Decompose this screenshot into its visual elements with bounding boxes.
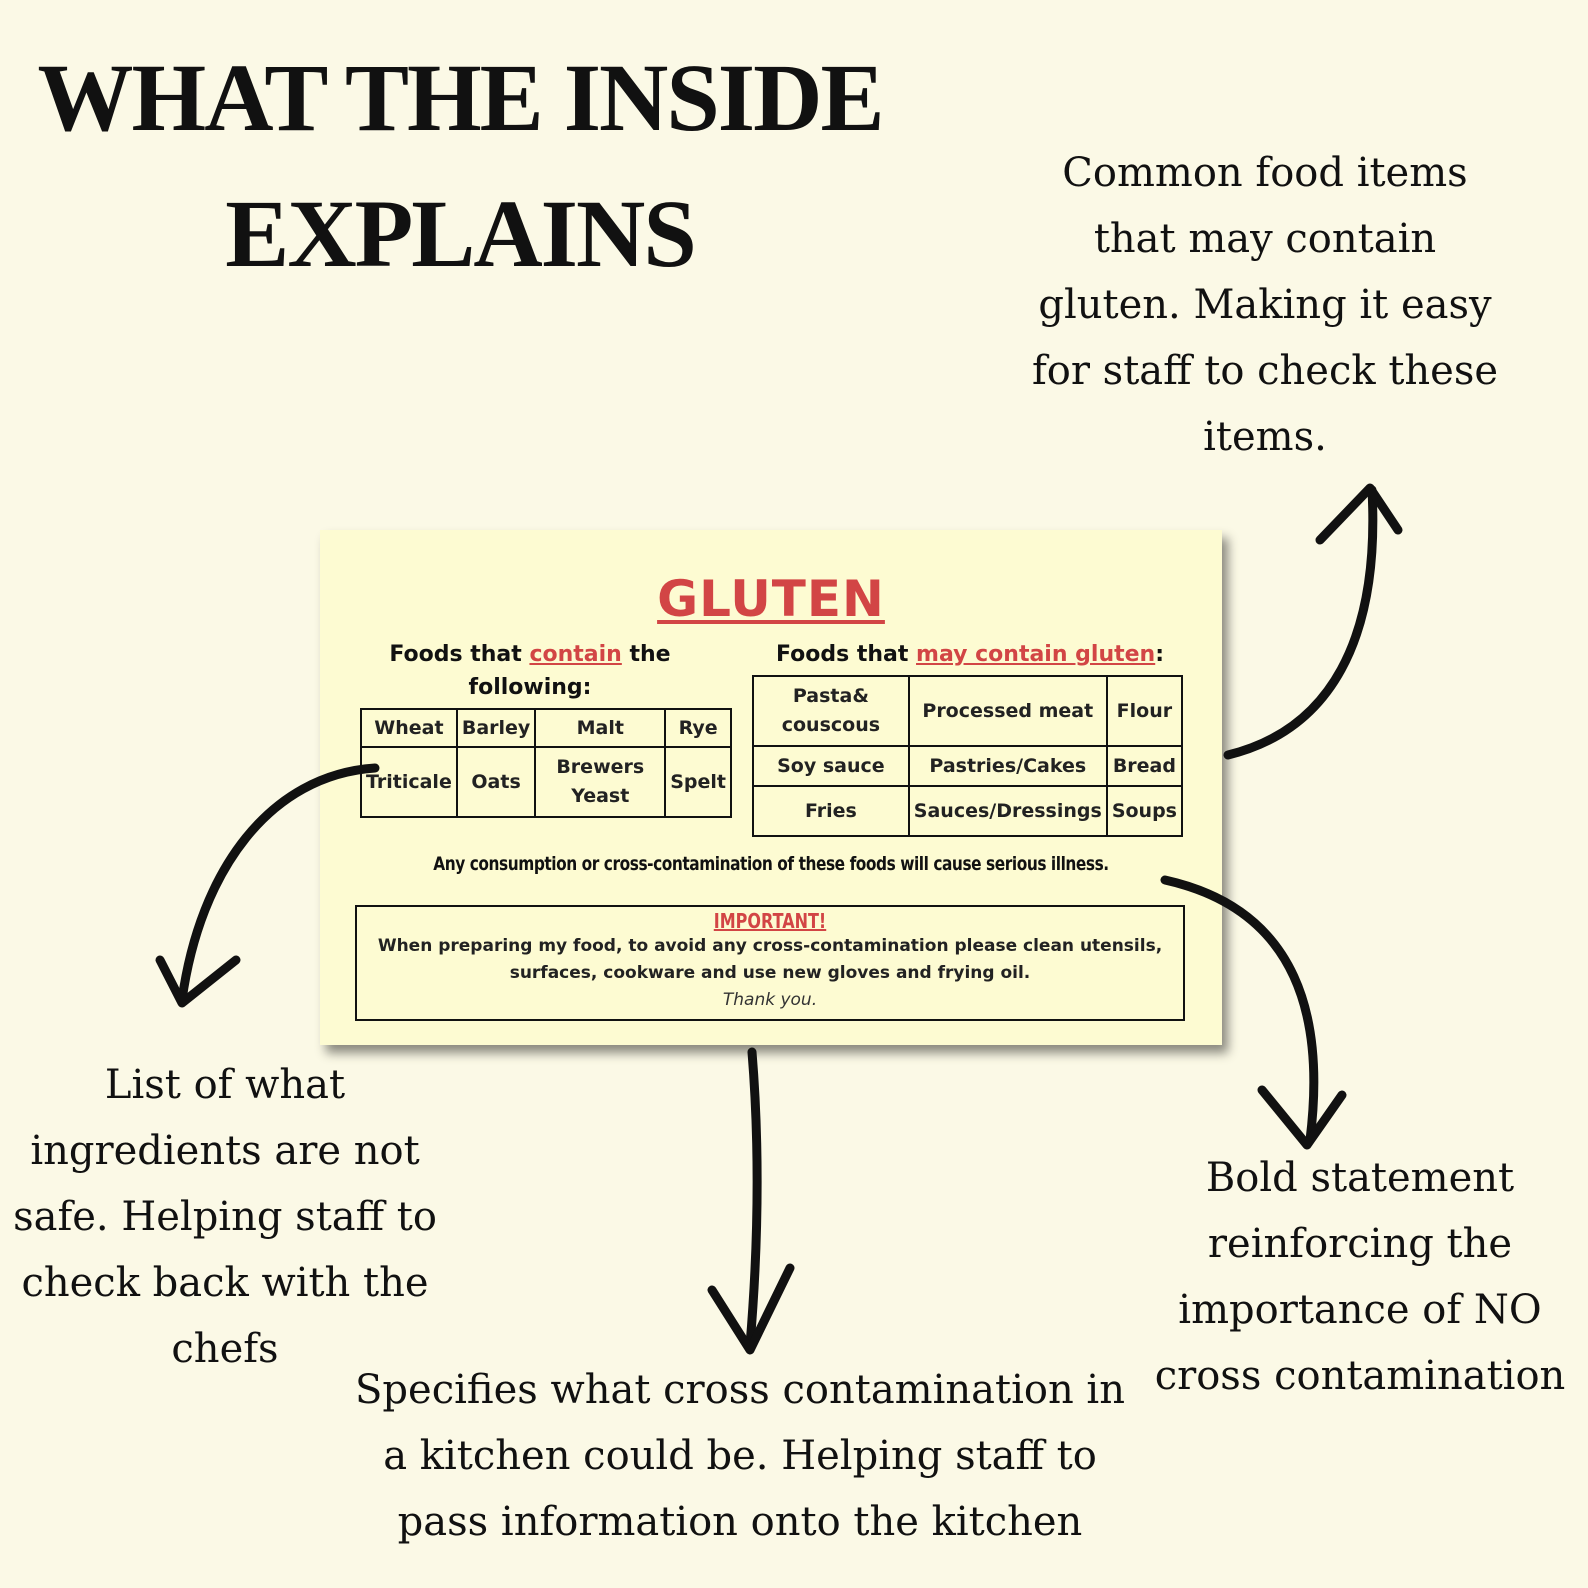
table-cell: Pastries/Cakes [907,745,1108,787]
title-line-1: WHAT THE INSIDE [37,44,885,151]
table-cell: Bread [1105,745,1184,787]
contain-heading-post: the following: [468,642,671,700]
may-contain-table: Pasta& couscous Processed meat Flour Soy… [752,675,1184,837]
contain-heading-pre: Foods that [389,642,530,667]
may-contain-heading-post: : [1155,642,1165,667]
caption-left: List of what ingredients are not safe. H… [13,1062,437,1372]
may-contain-heading-highlight: may contain gluten [916,642,1156,667]
table-cell: Soups [1105,785,1184,837]
important-title: IMPORTANT! [713,909,827,933]
important-box: IMPORTANT! When preparing my food, to av… [355,905,1185,1021]
table-cell: Oats [455,746,537,818]
table-cell: Rye [664,708,732,748]
table-cell: Triticale [360,746,458,818]
table-row: Triticale Oats Brewers Yeast Spelt [360,746,732,818]
important-thanks: Thank you. [722,990,818,1010]
table-cell: Soy sauce [752,745,910,787]
contain-table: Wheat Barley Malt Rye Triticale Oats Bre… [360,708,732,818]
caption-bottom: Specifies what cross contamination in a … [355,1367,1125,1545]
caption-top-right: Common food items that may contain glute… [1031,150,1499,460]
table-cell: Wheat [360,708,458,748]
card-title: GLUTEN [657,570,885,628]
gluten-card: GLUTEN Foods that contain the following:… [320,530,1222,1045]
table-cell: Flour [1105,675,1184,747]
table-row: Wheat Barley Malt Rye [360,708,732,748]
table-cell: Brewers Yeast [534,746,667,818]
caption-right: Bold statement reinforcing the importanc… [1154,1155,1566,1399]
table-row: Fries Sauces/Dressings Soups [752,785,1184,837]
arrow-bottom-icon [707,1047,795,1355]
contain-heading-highlight: contain [529,642,622,667]
table-row: Pasta& couscous Processed meat Flour [752,675,1184,747]
table-cell: Fries [752,785,910,837]
may-contain-heading: Foods that may contain gluten: [740,638,1200,671]
table-row: Soy sauce Pastries/Cakes Bread [752,745,1184,787]
table-cell: Barley [455,708,537,748]
arrow-top-right-icon [1223,483,1403,760]
warning-statement: Any consumption or cross-contamination o… [433,853,1109,875]
page-title: WHAT THE INSIDE EXPLAINS [20,30,900,302]
table-cell: Processed meat [907,675,1108,747]
table-cell: Spelt [664,746,732,818]
contain-heading: Foods that contain the following: [360,638,700,704]
table-cell: Pasta& couscous [752,675,910,747]
may-contain-heading-pre: Foods that [775,642,917,667]
important-body: When preparing my food, to avoid any cro… [377,936,1163,983]
arrow-left-icon [155,763,380,1008]
title-line-2: EXPLAINS [225,180,696,287]
table-cell: Sauces/Dressings [907,785,1108,837]
arrow-right-icon [1160,875,1347,1150]
table-cell: Malt [534,708,667,748]
